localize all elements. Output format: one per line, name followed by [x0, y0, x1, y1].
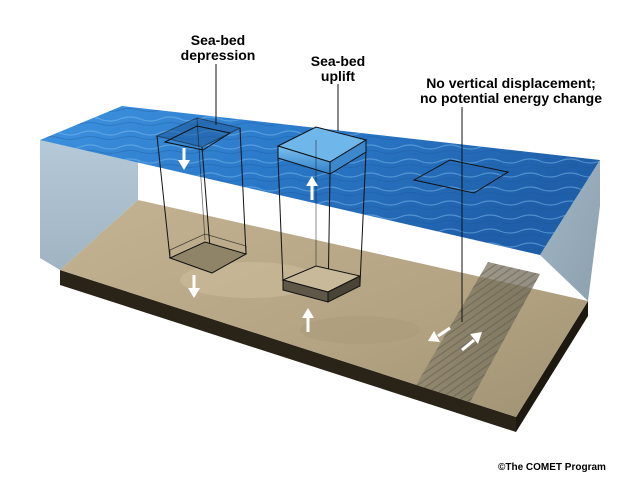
label-depression-line2: depression	[180, 47, 256, 63]
fault-zone-texture	[416, 262, 540, 402]
water-left-wall	[40, 140, 138, 270]
uplift-seabed-arrow-icon	[302, 308, 314, 332]
label-no-displacement-line1: No vertical displacement;	[426, 75, 596, 91]
water-surface-ripples	[40, 106, 600, 255]
base-slab-right	[516, 301, 588, 432]
label-uplift: Sea-bed uplift	[300, 54, 376, 84]
seabed-patch	[300, 316, 420, 344]
slip-right-arrow-icon	[461, 332, 482, 352]
label-no-displacement: No vertical displacement; no potential e…	[410, 76, 612, 106]
water-right-wall	[540, 160, 600, 301]
no-displacement-outline	[412, 159, 510, 194]
depression-surface-patch	[155, 117, 242, 148]
base-slab-front	[60, 270, 516, 432]
label-depression: Sea-bed depression	[176, 33, 260, 63]
label-uplift-line2: uplift	[320, 68, 356, 84]
depression-seabed-arrow-icon	[188, 275, 200, 298]
uplift-surface-arrow-icon	[306, 176, 318, 200]
uplift-column	[276, 126, 368, 332]
credit-text: ©The COMET Program	[498, 462, 606, 473]
label-no-displacement-line2: no potential energy change	[419, 90, 603, 106]
depression-column	[155, 117, 248, 298]
label-uplift-line1: Sea-bed	[310, 53, 366, 69]
no-displacement-area	[412, 107, 510, 352]
slip-left-arrow-icon	[428, 326, 451, 342]
depression-surface-arrow-icon	[178, 148, 190, 170]
label-depression-line1: Sea-bed	[190, 32, 246, 48]
